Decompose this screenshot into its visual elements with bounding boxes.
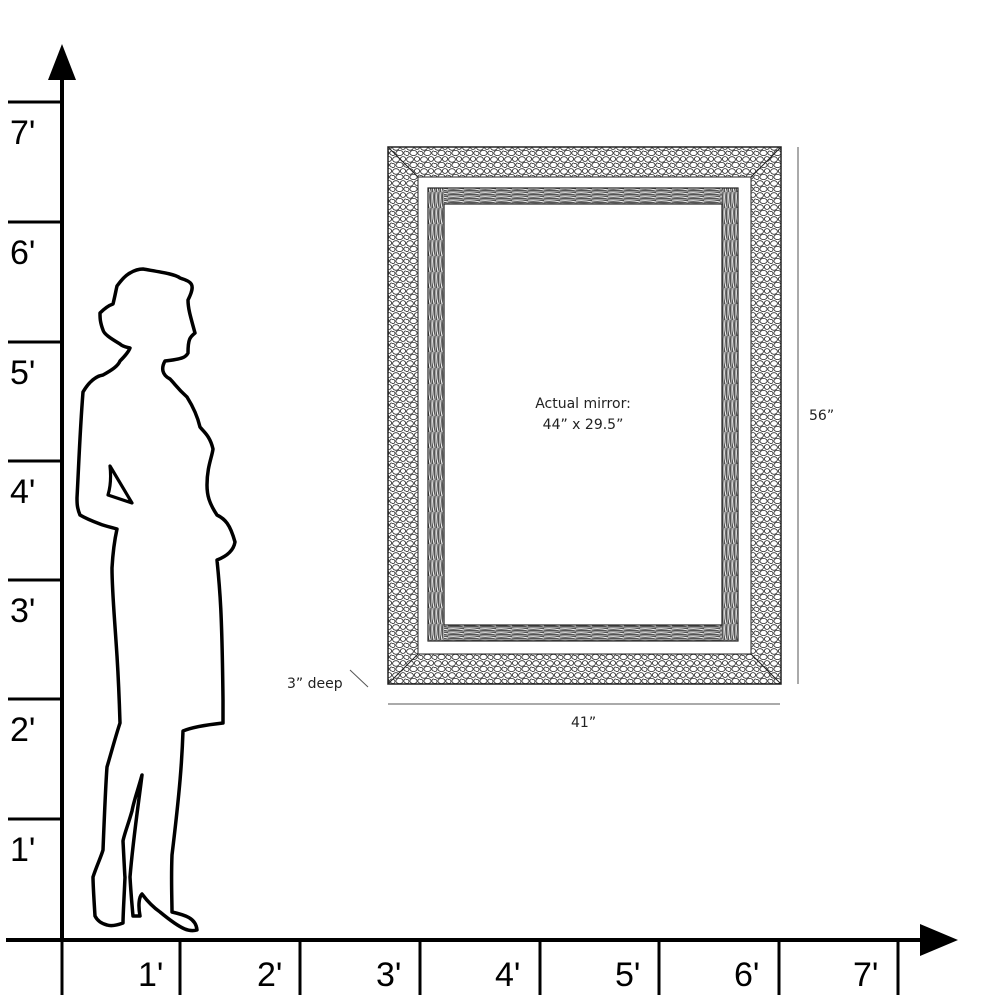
horizontal-axis-ticks [60,940,900,995]
mirror-drawing [387,146,782,685]
horizontal-axis [6,924,958,995]
h-label-1ft: 1' [138,956,164,994]
vertical-axis-ticks [8,100,62,821]
mirror-label-line2: 44” x 29.5” [542,417,624,433]
vertical-axis [8,44,76,942]
v-label-2ft: 2' [10,711,36,749]
arrow-up-icon [48,44,76,80]
height-dimension-label: 56” [809,408,835,424]
h-label-4ft: 4' [495,956,521,994]
v-label-4ft: 4' [10,473,36,511]
woman-silhouette [75,267,237,933]
h-label-6ft: 6' [734,956,760,994]
v-label-5ft: 5' [10,354,36,392]
mirror-label-line1: Actual mirror: [535,396,631,412]
width-dimension-label: 41” [571,715,597,731]
arrow-right-icon [920,924,958,956]
v-label-7ft: 7' [10,114,36,152]
woman-arm-gap [106,464,134,505]
v-label-6ft: 6' [10,234,36,272]
h-label-3ft: 3' [376,956,402,994]
h-label-2ft: 2' [257,956,283,994]
depth-dimension-label: 3” deep [287,676,343,692]
h-label-7ft: 7' [853,956,879,994]
dimension-lines [349,147,799,705]
v-label-1ft: 1' [10,831,36,869]
v-label-3ft: 3' [10,592,36,630]
h-label-5ft: 5' [615,956,641,994]
